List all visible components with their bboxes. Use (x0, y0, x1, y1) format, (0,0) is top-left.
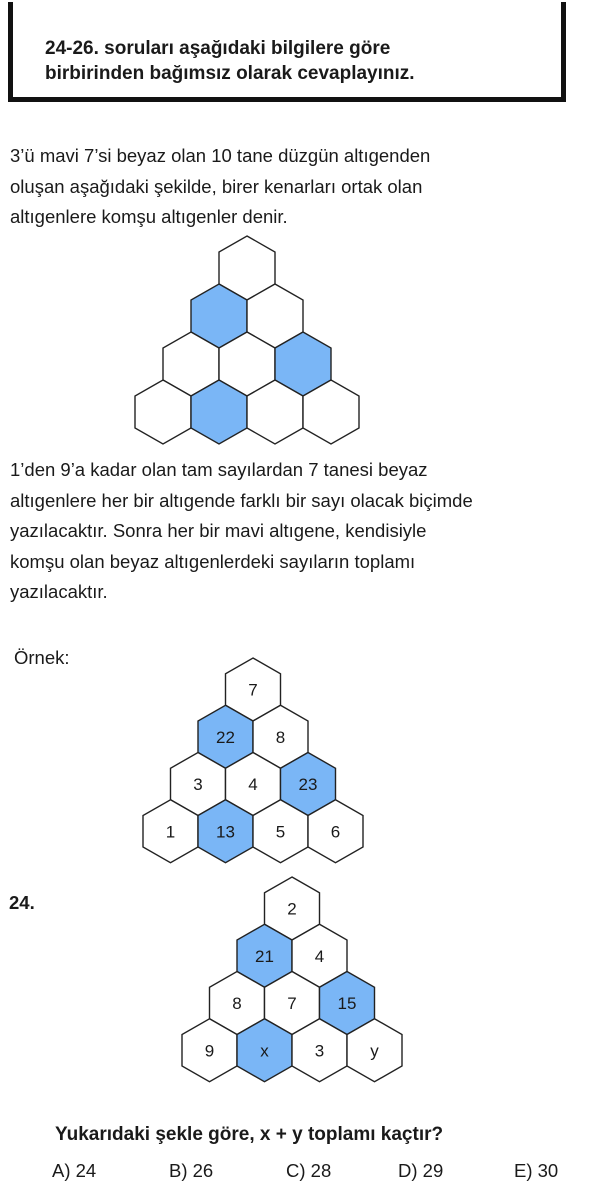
header-box: 24-26. soruları aşağıdaki bilgilere göre… (8, 2, 566, 102)
hexagon-label: 5 (276, 822, 285, 841)
intro-line-1: 3’ü mavi 7’si beyaz olan 10 tane düzgün … (10, 145, 431, 166)
hexagon-label: 3 (193, 775, 202, 794)
question-number: 24. (9, 892, 35, 913)
white-hexagon (307, 798, 364, 864)
choice-a[interactable]: A) 24 (52, 1160, 97, 1181)
intro-line-3: altıgenlere komşu altıgenler denir. (10, 206, 288, 227)
example-figure: 7 22 8 3 4 23 1 13 5 6 (142, 657, 364, 864)
hexagon-label: x (260, 1041, 269, 1060)
question-figure: 2 21 4 8 7 15 9 x 3 y (181, 876, 403, 1083)
hexagon-label: 8 (232, 994, 241, 1013)
hexagon-label: 8 (276, 728, 285, 747)
hexagon-label: 6 (331, 822, 340, 841)
rules-paragraph: 1’den 9’a kadar olan tam sayılardan 7 ta… (10, 455, 585, 608)
question-text: Yukarıdaki şekle göre, x + y toplamı kaç… (55, 1124, 444, 1145)
rules-line-3: yazılacaktır. Sonra her bir mavi altıgen… (10, 520, 427, 541)
empty-figure (134, 235, 360, 445)
rules-line-5: yazılacaktır. (10, 581, 108, 602)
choice-b[interactable]: B) 26 (169, 1160, 214, 1181)
hexagon-label: 4 (315, 947, 324, 966)
hexagon-label: 13 (216, 822, 235, 841)
hexagon-label: 1 (166, 822, 175, 841)
rules-line-1: 1’den 9’a kadar olan tam sayılardan 7 ta… (10, 459, 428, 480)
white-hexagon (302, 379, 360, 445)
hexagon-label: 2 (287, 900, 296, 919)
hexagon-label: 7 (287, 994, 296, 1013)
hexagon-label: 3 (315, 1041, 324, 1060)
hexagon-label: 21 (255, 947, 274, 966)
choice-d[interactable]: D) 29 (398, 1160, 444, 1181)
choice-e[interactable]: E) 30 (514, 1160, 559, 1181)
hexagon-label: 23 (299, 775, 318, 794)
example-label: Örnek: (14, 647, 70, 668)
intro-line-2: oluşan aşağıdaki şekilde, birer kenarlar… (10, 175, 423, 197)
white-hexagon (346, 1017, 403, 1083)
choice-c[interactable]: C) 28 (286, 1160, 332, 1181)
intro-paragraph: 3’ü mavi 7’si beyaz olan 10 tane düzgün … (10, 141, 580, 233)
rules-line-2: altıgenlere her bir altıgende farklı bir… (10, 489, 473, 511)
rules-line-4: komşu olan beyaz altıgenlerdeki sayıları… (10, 550, 416, 572)
hexagon-label: 15 (338, 994, 357, 1013)
hexagon-label: 7 (248, 681, 257, 700)
header-line-1: 24-26. soruları aşağıdaki bilgilere göre (45, 38, 391, 59)
hexagon-label: 22 (216, 728, 235, 747)
hexagon-label: y (370, 1041, 379, 1060)
hexagon-label: 4 (248, 775, 257, 794)
header-line-2: birbirinden bağımsız olarak cevaplayınız… (45, 63, 415, 84)
hexagon-label: 9 (205, 1041, 214, 1060)
header-text: 24-26. soruları aşağıdaki bilgilere göre… (45, 36, 415, 86)
